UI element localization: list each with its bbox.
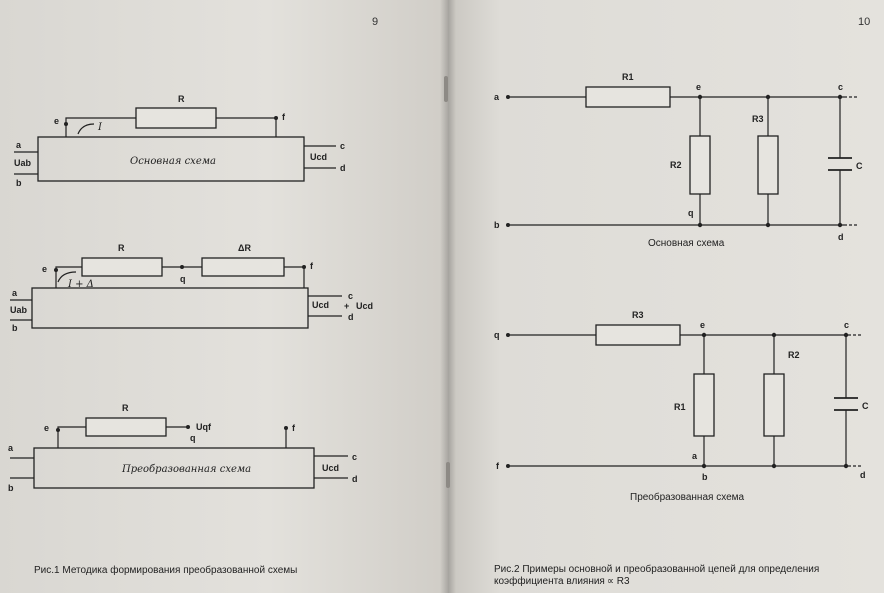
resistor-delta-r-label: ΔR bbox=[238, 243, 251, 253]
uab-label: Uab bbox=[14, 158, 32, 168]
node-f-b-label: f bbox=[310, 261, 314, 271]
node-c-top-label: c bbox=[838, 82, 843, 92]
node-q-top-label: q bbox=[688, 208, 694, 218]
current-i-label: I bbox=[97, 122, 103, 133]
current-i-delta-label: I + Δ bbox=[67, 279, 94, 290]
node-a-b-label: a bbox=[12, 288, 18, 298]
figure-2-caption-line2: коэффициента влияния∝ R3 bbox=[494, 575, 630, 587]
node-e-c-label: e bbox=[44, 423, 49, 433]
uab-b-label: Uab bbox=[10, 305, 28, 315]
node-a-label: a bbox=[16, 140, 22, 150]
main-circuit-title: Основная схема bbox=[648, 238, 725, 249]
r1-top-label: R1 bbox=[622, 72, 634, 82]
resistor-delta-r bbox=[201, 257, 285, 277]
node-e-bottom-label: e bbox=[700, 320, 705, 330]
node-e-top-label: e bbox=[696, 82, 701, 92]
r2-bottom-label: R2 bbox=[788, 350, 800, 360]
fig1-diagram-c: Преобразованная схема R e q Uqf f a b bbox=[8, 403, 358, 493]
node-d-label: d bbox=[340, 163, 346, 173]
resistor-r-c bbox=[85, 417, 167, 437]
right-page: 10 bbox=[448, 0, 884, 593]
figure-2-caption-text: коэффициента влияния bbox=[494, 575, 605, 587]
uqf-label: Uqf bbox=[196, 422, 212, 432]
fig2-transformed-circuit: q f R3 e R1 R2 C a b c d Преобразованная… bbox=[494, 310, 869, 503]
node-c-b-label: c bbox=[348, 291, 353, 301]
figure-1-caption: Рис.1 Методика формирования преобразован… bbox=[34, 564, 297, 576]
r3-bottom-label: R3 bbox=[632, 310, 644, 320]
figure-2-caption-line1: Рис.2 Примеры основной и преобразованной… bbox=[494, 563, 819, 575]
page-number-right: 10 bbox=[858, 16, 871, 28]
node-d-c-label: d bbox=[352, 474, 358, 484]
resistor-r-label: R bbox=[178, 94, 185, 104]
ucd-c-label: Ucd bbox=[322, 463, 339, 473]
node-b-top-label: b bbox=[494, 220, 500, 230]
node-d-bottom-label: d bbox=[860, 470, 866, 480]
left-page: 9 Основная схема R e f I a Uab b bbox=[0, 0, 448, 593]
node-a-top-label: a bbox=[494, 92, 500, 102]
page-number-left: 9 bbox=[372, 16, 379, 28]
r2-top-label: R2 bbox=[670, 160, 682, 170]
node-b-label: b bbox=[16, 178, 22, 188]
node-b-c-label: b bbox=[8, 483, 14, 493]
resistor-r2-b bbox=[763, 373, 785, 437]
fig1-diagram-a: Основная схема R e f I a Uab b Ucd c bbox=[14, 94, 346, 188]
node-q-bottom-label: q bbox=[494, 330, 500, 340]
staple-bottom bbox=[446, 462, 450, 488]
node-f-c-label: f bbox=[292, 423, 296, 433]
fig1-diagram-b: R ΔR e q f I + Δ a Uab b bbox=[10, 243, 373, 333]
node-e-b-label: e bbox=[42, 264, 47, 274]
ucd-b2-label: Ucd bbox=[356, 301, 373, 311]
node-f-bottom-label: f bbox=[496, 461, 500, 471]
node-q-c-label: q bbox=[190, 433, 196, 443]
ucd-label: Ucd bbox=[310, 152, 327, 162]
node-a-c-label: a bbox=[8, 443, 14, 453]
ucd-b-label: Ucd bbox=[312, 300, 329, 310]
resistor-r3 bbox=[757, 135, 779, 195]
r3-top-label: R3 bbox=[752, 114, 764, 124]
node-d-b-label: d bbox=[348, 312, 354, 322]
resistor-r1 bbox=[585, 86, 671, 108]
node-d-top-label: d bbox=[838, 232, 844, 242]
book-gutter bbox=[440, 0, 456, 593]
main-circuit-label: Основная схема bbox=[130, 156, 216, 167]
node-c-bottom-label: c bbox=[844, 320, 849, 330]
main-circuit-box bbox=[37, 136, 305, 182]
figure-2: a b R1 e R2 R3 C q c d Основная схема bbox=[494, 72, 869, 587]
resistor-r3-b bbox=[595, 324, 681, 346]
node-f-label: f bbox=[282, 112, 286, 122]
staple-top bbox=[444, 76, 448, 102]
c-bottom-label: C bbox=[862, 401, 869, 411]
node-e-label: e bbox=[54, 116, 59, 126]
transformed-circuit-title: Преобразованная схема bbox=[630, 491, 745, 503]
node-c-c-label: c bbox=[352, 452, 357, 462]
resistor-r-c-label: R bbox=[122, 403, 129, 413]
plus-sign: + bbox=[344, 301, 349, 311]
transformed-circuit-label: Преобразованная схема bbox=[121, 464, 251, 475]
node-b-b-label: b bbox=[12, 323, 18, 333]
node-b-bottom-label: b bbox=[702, 472, 708, 482]
figure-1: Основная схема R e f I a Uab b Ucd c bbox=[8, 94, 373, 576]
node-q-b-label: q bbox=[180, 274, 186, 284]
node-c-label: c bbox=[340, 141, 345, 151]
resistor-r1-b bbox=[693, 373, 715, 437]
resistor-r bbox=[135, 107, 217, 129]
c-top-label: C bbox=[856, 161, 863, 171]
resistor-r-b-label: R bbox=[118, 243, 125, 253]
circuit-box-b bbox=[31, 287, 309, 329]
node-a-bottom-label: a bbox=[692, 451, 698, 461]
resistor-r-b bbox=[81, 257, 163, 277]
transformed-circuit-box bbox=[33, 447, 315, 489]
figure-2-caption-symbol: ∝ R3 bbox=[607, 576, 630, 587]
r1-bottom-label: R1 bbox=[674, 402, 686, 412]
fig2-main-circuit: a b R1 e R2 R3 C q c d Основная схема bbox=[494, 72, 863, 249]
resistor-r2 bbox=[689, 135, 711, 195]
